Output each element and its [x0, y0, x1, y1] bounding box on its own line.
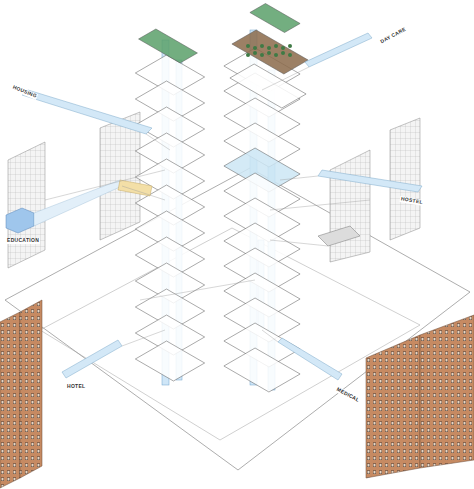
towers — [135, 4, 308, 393]
glass-bridges — [6, 33, 422, 380]
sight-line — [122, 330, 165, 346]
sight-line — [140, 280, 255, 300]
sight-line — [270, 240, 328, 246]
floor-slab — [224, 348, 300, 392]
program-label: DAY CARE — [379, 26, 408, 45]
floor-slab — [230, 64, 306, 108]
program-label: MEDICAL — [335, 386, 361, 403]
planting — [246, 44, 250, 48]
floor-slab — [232, 30, 308, 74]
planting — [260, 53, 264, 57]
sight-line — [122, 186, 165, 200]
sight-lines — [45, 67, 370, 346]
sight-line — [270, 200, 370, 210]
planting — [288, 53, 292, 57]
planting — [274, 53, 278, 57]
floor-slab — [250, 4, 300, 33]
sight-line — [280, 176, 318, 180]
program-label: EDUCATION — [6, 238, 40, 244]
program-label: HOUSING — [11, 84, 38, 99]
planting — [253, 46, 257, 50]
brick-buildings — [0, 300, 474, 488]
planting — [274, 44, 278, 48]
sight-line — [45, 170, 165, 200]
sight-line — [146, 134, 170, 150]
planting — [253, 51, 257, 55]
planting — [246, 53, 250, 57]
floor-slab — [139, 29, 198, 63]
context-buildings — [8, 112, 420, 268]
planting — [260, 44, 264, 48]
program-label: HOTEL — [66, 384, 86, 390]
planting — [267, 46, 271, 50]
planting — [281, 46, 285, 50]
sight-line — [262, 67, 309, 90]
sight-line — [262, 330, 278, 342]
planting — [267, 51, 271, 55]
floor-slab — [135, 341, 204, 381]
planting — [281, 51, 285, 55]
planting — [288, 44, 292, 48]
